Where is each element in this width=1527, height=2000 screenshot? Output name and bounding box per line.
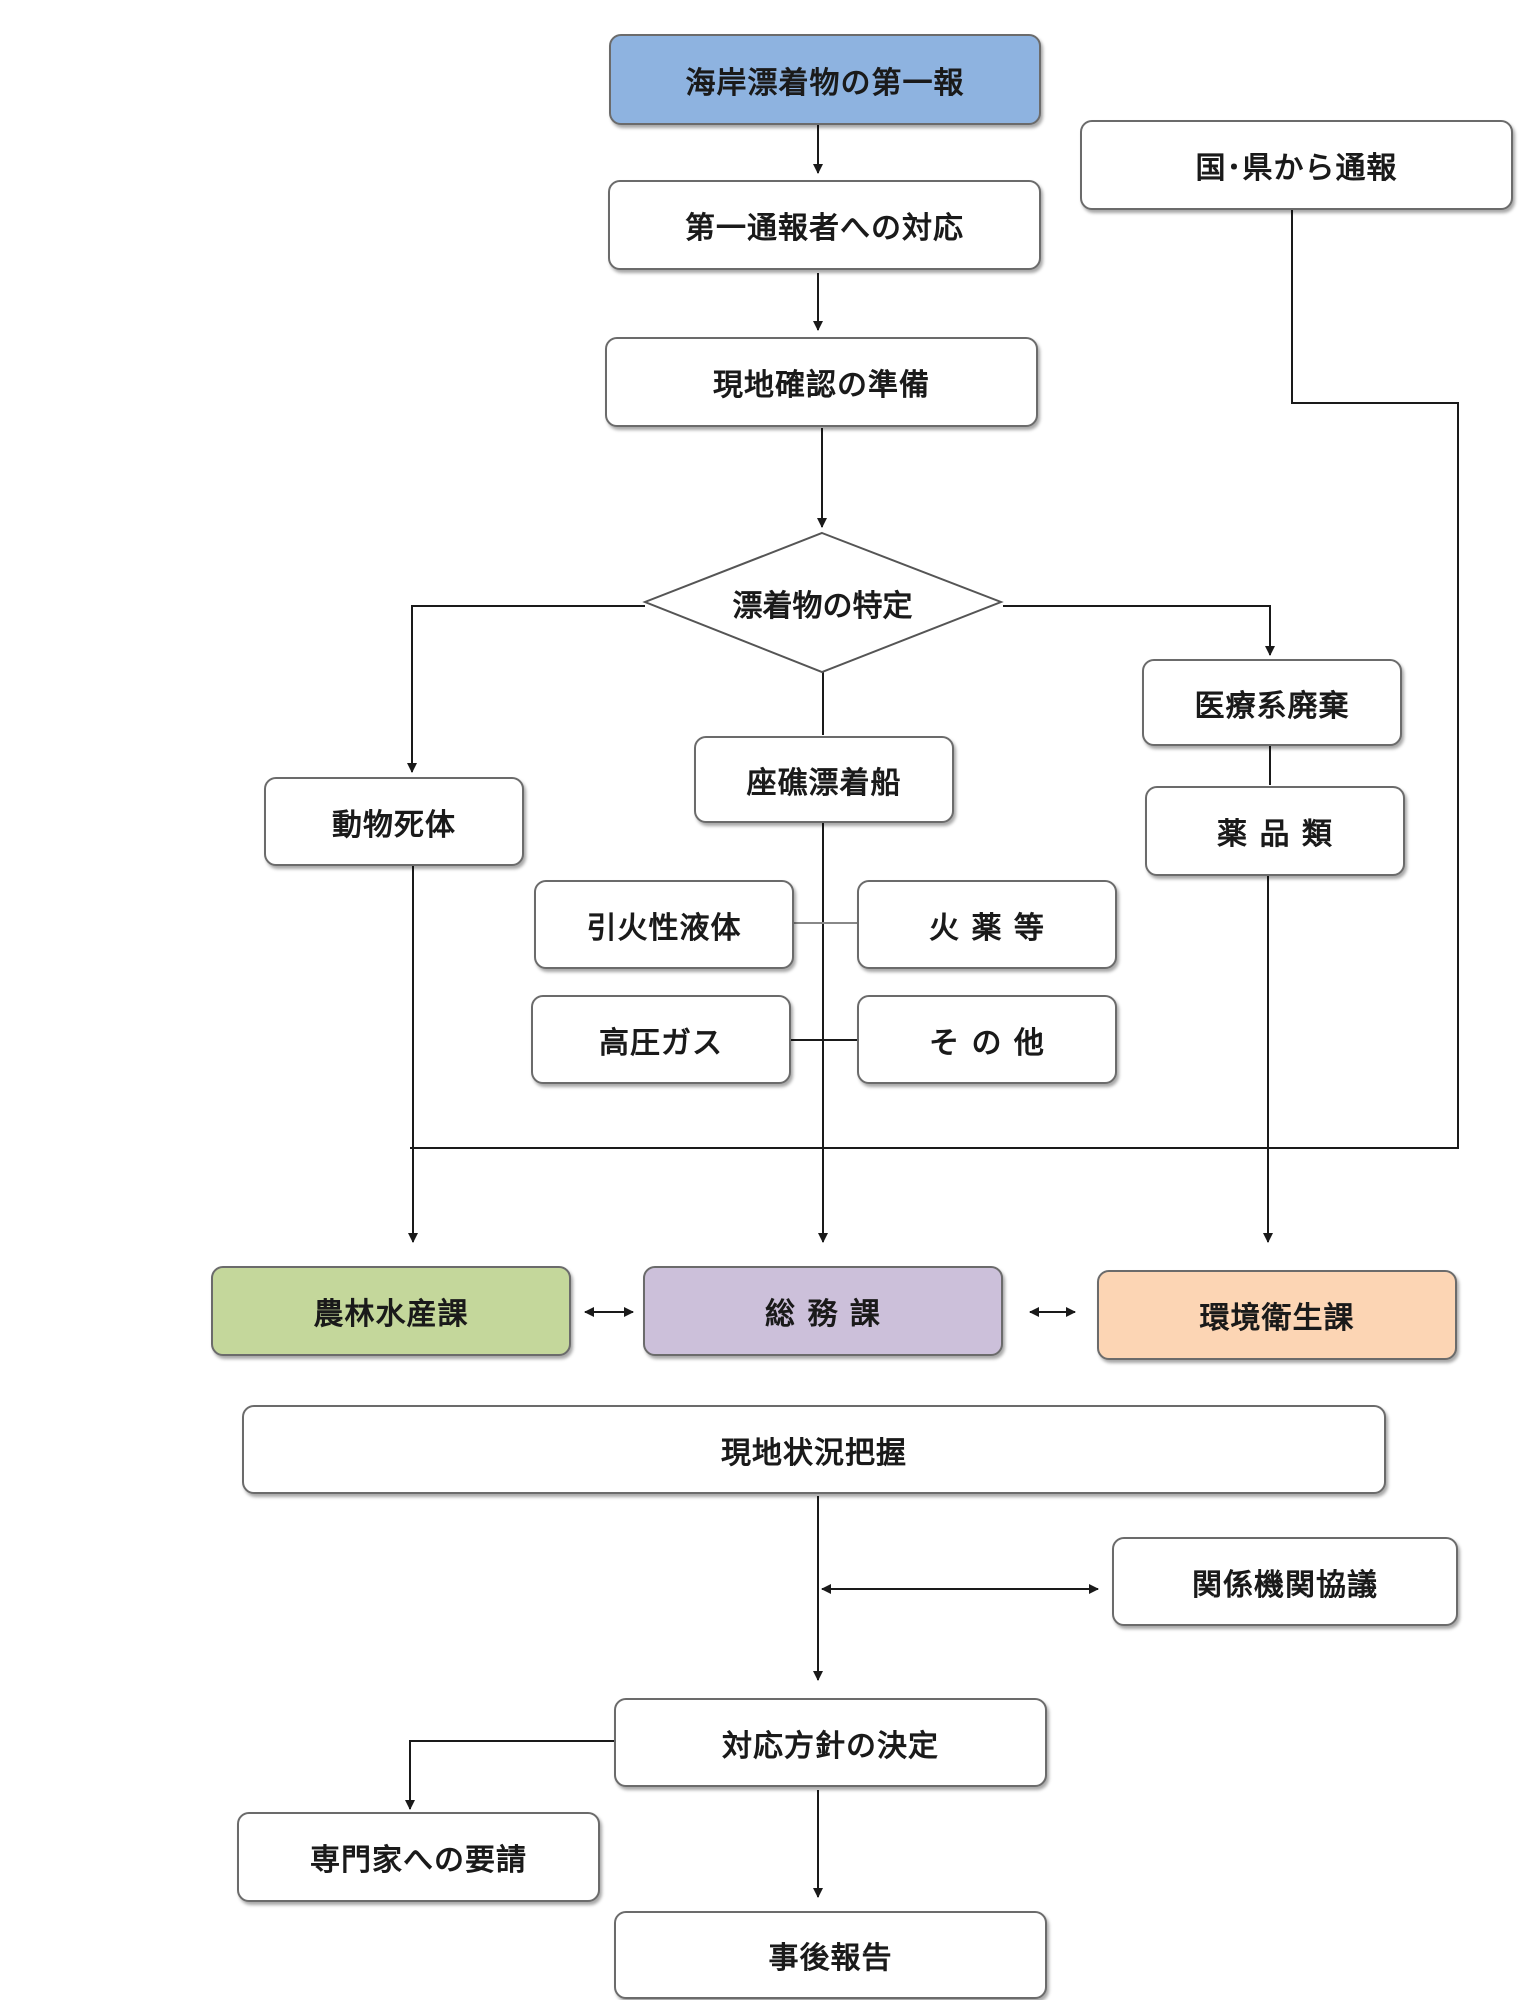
- animal-carcass-box: 動物死体: [264, 777, 524, 866]
- general-affairs-dept-box: 総 務 課: [643, 1266, 1003, 1356]
- stranded-ship-box: 座礁漂着船: [694, 736, 954, 823]
- site-assessment-box: 現地状況把握: [242, 1405, 1386, 1494]
- site-prep-box: 現地確認の準備: [605, 337, 1038, 427]
- flammable-liquid-box: 引火性液体: [534, 880, 794, 969]
- arrow-identify-to-animal: [407, 605, 645, 773]
- chemicals-box: 薬 品 類: [1145, 786, 1405, 876]
- identify-debris-label: 漂着物の特定: [732, 589, 913, 624]
- post-report-box: 事後報告: [614, 1911, 1047, 1999]
- others-box: そ の 他: [857, 995, 1117, 1084]
- medical-waste-box: 医療系廃棄: [1142, 659, 1402, 746]
- decision-diamond: [642, 531, 1004, 674]
- arrow-policy-to-expert: [405, 1740, 616, 1810]
- arrow-identify-to-medical: [1003, 605, 1275, 656]
- line-gov-notice-path: [410, 210, 1459, 1149]
- agency-consult-box: 関係機関協議: [1112, 1537, 1458, 1626]
- agri-forest-fish-dept-box: 農林水産課: [211, 1266, 571, 1356]
- first-reporter-response-box: 第一通報者への対応: [608, 180, 1041, 270]
- explosives-box: 火 薬 等: [857, 880, 1117, 969]
- env-health-dept-box: 環境衛生課: [1097, 1270, 1457, 1360]
- gov-notice-box: 国･県から通報: [1080, 120, 1513, 210]
- policy-decision-box: 対応方針の決定: [614, 1698, 1047, 1787]
- first-report-box: 海岸漂着物の第一報: [609, 34, 1041, 125]
- high-pressure-gas-box: 高圧ガス: [531, 995, 791, 1084]
- expert-request-box: 専門家への要請: [237, 1812, 600, 1902]
